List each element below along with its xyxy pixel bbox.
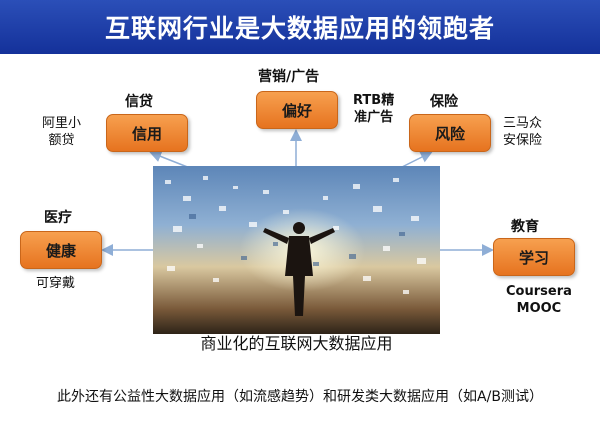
node-education: 学习 xyxy=(493,238,575,276)
note-marketing: RTB精 准广告 xyxy=(353,93,395,125)
category-marketing: 营销/广告 xyxy=(258,69,320,85)
category-education: 教育 xyxy=(511,219,539,235)
category-medical: 医疗 xyxy=(44,210,72,226)
note-education: Coursera MOOC xyxy=(506,284,572,316)
category-credit: 信贷 xyxy=(125,94,153,110)
arrow-to-credit xyxy=(149,150,191,169)
footer-note: 此外还有公益性大数据应用（如流感趋势）和研发类大数据应用（如A/B测试） xyxy=(57,389,543,405)
person-silhouette xyxy=(263,222,335,316)
center-caption: 商业化的互联网大数据应用 xyxy=(200,334,393,353)
node-credit: 信用 xyxy=(106,114,188,152)
arrow-to-insurance xyxy=(399,151,433,169)
category-insurance: 保险 xyxy=(430,94,458,110)
node-medical: 健康 xyxy=(20,231,102,269)
note-insurance: 三马众 安保险 xyxy=(503,116,543,148)
node-insurance: 风险 xyxy=(409,114,491,152)
note-credit: 阿里小 额贷 xyxy=(42,116,82,148)
particle-field-image xyxy=(165,176,426,316)
note-medical: 可穿戴 xyxy=(36,276,76,291)
big-data-illustration xyxy=(153,166,440,334)
slide-title: 互联网行业是大数据应用的领跑者 xyxy=(0,0,600,54)
node-marketing: 偏好 xyxy=(256,91,338,129)
